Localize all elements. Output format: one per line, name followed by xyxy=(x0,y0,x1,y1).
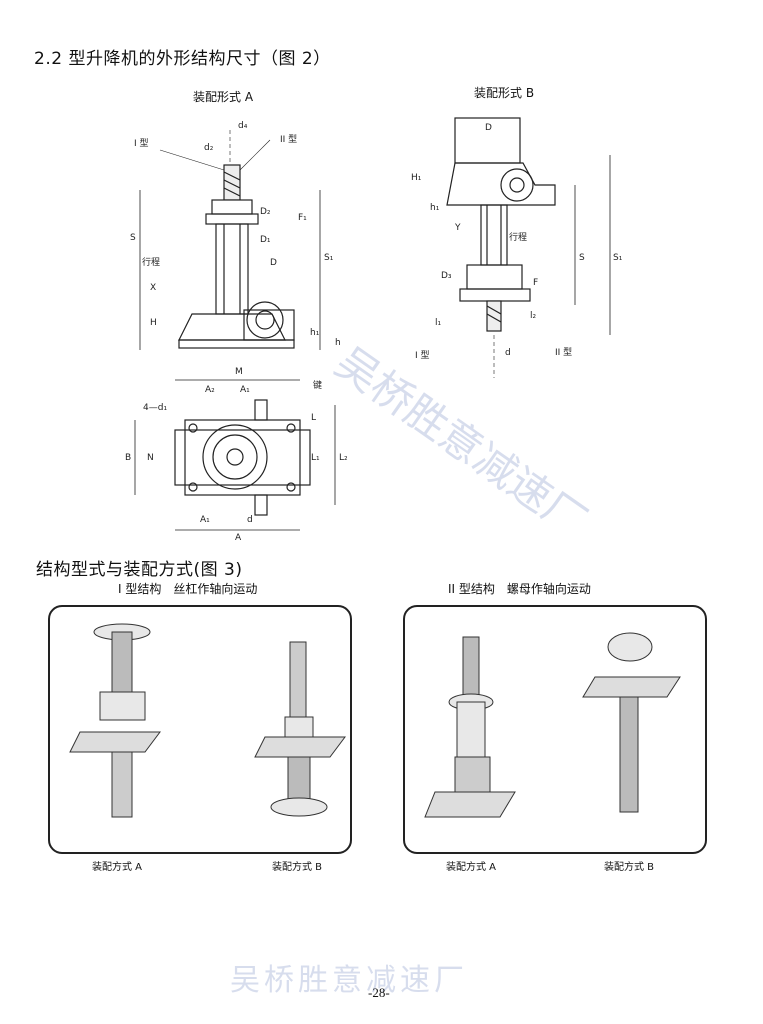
dim-b-Y: Y xyxy=(454,223,461,233)
type2-caption: II 型结构 螺母作轴向运动 xyxy=(448,582,591,596)
dim-b-l1: l₁ xyxy=(435,318,442,328)
dim-b-l2: l₂ xyxy=(530,311,537,321)
dim-S1: S₁ xyxy=(324,253,334,263)
fig2-assembly-b-drawing: D H₁ h₁ Y 行程 S S₁ F D₃ l₂ l₁ I 型 II 型 d xyxy=(411,117,623,378)
type1-caption: I 型结构 丝杠作轴向运动 xyxy=(118,582,258,596)
fig3-type1-illustration xyxy=(69,623,346,818)
dim-b-type1: I 型 xyxy=(415,350,430,361)
dim-D: D xyxy=(270,258,277,268)
fig2-label-b: 装配形式 B xyxy=(474,86,535,100)
fig2-assembly-a-drawing: d₄ d₂ I 型 II 型 S S₁ H X 行程 D D₁ D₂ h₁ h … xyxy=(130,121,341,350)
dim-b-travel: 行程 xyxy=(509,231,527,243)
dim-h: h xyxy=(335,338,341,348)
dim-b-S: S xyxy=(579,253,585,263)
dim-A: A xyxy=(235,533,242,543)
dim-key: 键 xyxy=(313,379,322,391)
dim-X: X xyxy=(150,283,156,293)
dim-S: S xyxy=(130,233,136,243)
dim-A2: A₂ xyxy=(205,385,215,395)
dim-type2: II 型 xyxy=(280,134,297,145)
dim-b-D3: D₃ xyxy=(441,271,452,281)
dim-A1-top: A₁ xyxy=(240,385,250,395)
dim-N: N xyxy=(147,453,154,463)
dim-B: B xyxy=(125,453,131,463)
dim-b-d1: d xyxy=(505,348,511,358)
dim-H: H xyxy=(150,318,157,328)
box1-label-a: 装配方式 A xyxy=(92,862,143,873)
dim-L1: L₁ xyxy=(311,453,320,463)
dim-A1-bottom: A₁ xyxy=(200,515,210,525)
watermark-bottom: 吴桥胜意减速厂 xyxy=(230,963,468,998)
fig3-box-type1 xyxy=(48,605,352,854)
dim-4-d1: 4—d₁ xyxy=(143,403,167,413)
dim-F1: F₁ xyxy=(298,213,307,223)
box2-label-a: 装配方式 A xyxy=(446,862,497,873)
fig3-box-type2 xyxy=(403,605,707,854)
dim-L2: L₂ xyxy=(339,453,348,463)
dim-b-H1: H₁ xyxy=(411,173,422,183)
dim-D2: D₂ xyxy=(260,207,271,217)
dim-M: M xyxy=(235,367,243,377)
section-title: 2.2 型升降机的外形结构尺寸（图 2） xyxy=(34,49,331,69)
box1-label-b: 装配方式 B xyxy=(272,862,323,873)
dim-D1: D₁ xyxy=(260,235,271,245)
fig3-type2-illustration xyxy=(424,632,681,818)
dim-b-h1: h₁ xyxy=(430,203,440,213)
box2-label-b: 装配方式 B xyxy=(604,862,655,873)
dim-b-type2: II 型 xyxy=(555,347,572,358)
dim-type1: I 型 xyxy=(134,138,149,149)
dim-L: L xyxy=(311,413,316,423)
dim-b-S1: S₁ xyxy=(613,253,623,263)
dim-d2: d₂ xyxy=(204,143,214,153)
dim-b-D: D xyxy=(485,123,492,133)
fig2-label-a: 装配形式 A xyxy=(193,90,254,104)
page-number: -28- xyxy=(368,985,390,1000)
dim-travel: 行程 xyxy=(142,256,160,268)
dim-b-F: F xyxy=(533,278,538,288)
section2-title: 结构型式与装配方式(图 3) xyxy=(36,560,243,580)
fig2-top-view-drawing: M A₂ A₁ 4—d₁ B N L L₁ L₂ A₁ A d 键 xyxy=(125,367,348,543)
dim-d4: d₄ xyxy=(238,121,248,131)
dim-h1: h₁ xyxy=(310,328,320,338)
dim-d: d xyxy=(247,515,253,525)
